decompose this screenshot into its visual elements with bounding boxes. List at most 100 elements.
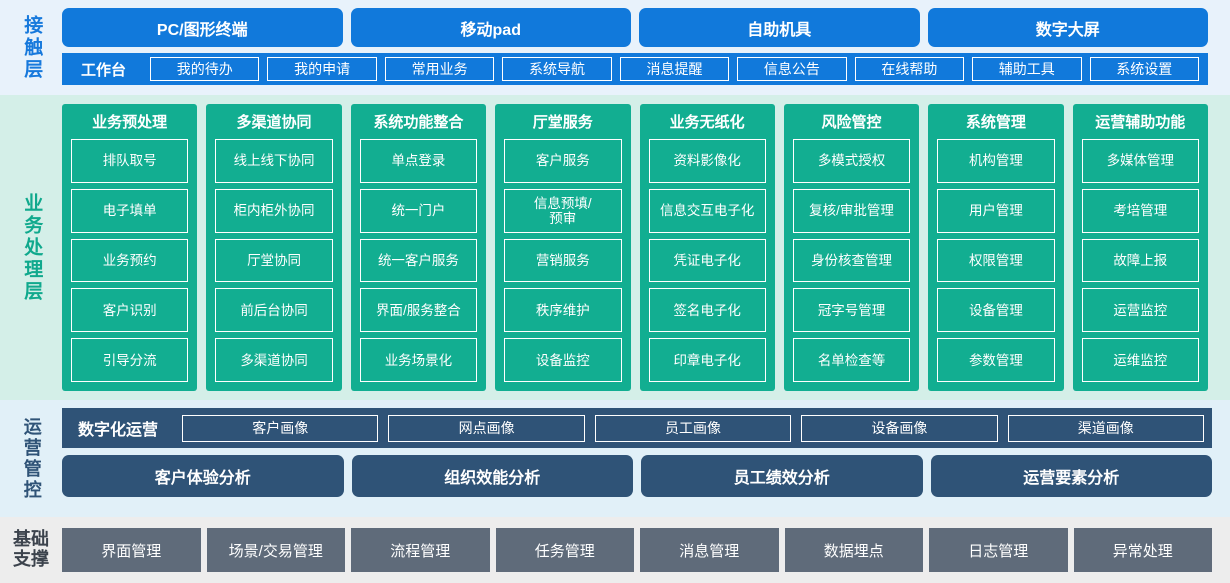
business-item-5-2[interactable]: 身份核查管理: [792, 238, 911, 283]
workbench-item-1[interactable]: 我的申请: [267, 57, 377, 82]
business-column-title-5: 风险管控: [821, 114, 882, 131]
business-item-3-1[interactable]: 信息预填/ 预审: [504, 188, 622, 233]
layer-foundation-label-text: 基础 支撑: [13, 529, 49, 570]
business-item-6-4[interactable]: 参数管理: [937, 338, 1055, 382]
portrait-item-0[interactable]: 客户画像: [182, 414, 379, 442]
business-item-5-3[interactable]: 冠字号管理: [792, 288, 911, 333]
layer-contact-label-text: 接触层: [21, 14, 43, 81]
business-column-items-7: 多媒体管理考培管理故障上报运营监控运维监控: [1081, 139, 1199, 382]
business-item-1-0[interactable]: 线上线下协同: [215, 139, 333, 183]
analysis-box-0[interactable]: 客户体验分析: [62, 455, 344, 497]
business-item-3-2[interactable]: 营销服务: [504, 238, 622, 283]
business-column-0: 业务预处理排队取号电子填单业务预约客户识别引导分流: [62, 104, 198, 391]
business-column-4: 业务无纸化资料影像化信息交互电子化凭证电子化签名电子化印章电子化: [639, 104, 775, 391]
business-item-1-2[interactable]: 厅堂协同: [215, 238, 333, 283]
business-column-title-2: 系统功能整合: [373, 114, 464, 131]
business-item-4-4[interactable]: 印章电子化: [648, 338, 766, 382]
portrait-item-2[interactable]: 员工画像: [594, 414, 792, 442]
foundation-row: 界面管理场景/交易管理流程管理任务管理消息管理数据埋点日志管理异常处理: [62, 528, 1212, 572]
business-column-title-0: 业务预处理: [92, 114, 168, 131]
layer-business-body: 业务预处理排队取号电子填单业务预约客户识别引导分流多渠道协同 线上线下协同柜内柜外…: [62, 95, 1230, 400]
channel-box-3[interactable]: 数字大屏: [927, 8, 1208, 48]
analysis-box-3[interactable]: 运营要素分析: [930, 455, 1212, 497]
business-item-2-3[interactable]: 界面/服务整合: [359, 288, 478, 333]
workbench-item-6[interactable]: 在线帮助: [854, 57, 965, 82]
analysis-box-2[interactable]: 员工绩效分析: [641, 455, 923, 497]
workbench-item-5[interactable]: 信息公告: [737, 57, 847, 82]
workbench-items: 我的待办我的申请常用业务系统导航消息提醒信息公告在线帮助辅助工具系统设置: [150, 57, 1199, 82]
portrait-item-1[interactable]: 网点画像: [388, 414, 585, 442]
analysis-box-1[interactable]: 组织效能分析: [351, 455, 633, 497]
channel-box-2[interactable]: 自助机具: [639, 8, 920, 48]
business-item-0-2[interactable]: 业务预约: [71, 238, 189, 283]
workbench-item-0[interactable]: 我的待办: [150, 57, 260, 82]
business-item-0-1[interactable]: 电子填单: [71, 188, 189, 233]
foundation-box-4[interactable]: 消息管理: [640, 528, 779, 572]
business-item-3-4[interactable]: 设备监控: [504, 338, 622, 382]
layer-business-label: 业务处理层: [0, 95, 62, 400]
foundation-box-1[interactable]: 场景/交易管理: [206, 528, 345, 572]
business-column-items-4: 资料影像化信息交互电子化凭证电子化签名电子化印章电子化: [648, 139, 766, 382]
workbench-item-8[interactable]: 系统设置: [1089, 57, 1199, 82]
business-item-2-0[interactable]: 单点登录: [359, 139, 478, 183]
portrait-item-4[interactable]: 渠道画像: [1007, 414, 1204, 442]
workbench-item-4[interactable]: 消息提醒: [619, 57, 730, 82]
workbench-item-3[interactable]: 系统导航: [502, 57, 612, 82]
analysis-row: 客户体验分析组织效能分析员工绩效分析运营要素分析: [62, 455, 1212, 497]
business-item-5-4[interactable]: 名单检查等: [792, 338, 911, 382]
business-item-2-1[interactable]: 统一门户: [359, 188, 478, 233]
layer-operations: 运营管控 数字化运营 客户画像网点画像员工画像设备画像渠道画像 客户体验分析组织…: [0, 400, 1230, 517]
business-item-6-1[interactable]: 用户管理: [937, 188, 1055, 233]
layer-foundation-label: 基础 支撑: [0, 517, 62, 583]
portrait-item-3[interactable]: 设备画像: [801, 414, 998, 442]
foundation-box-7[interactable]: 异常处理: [1073, 528, 1212, 572]
business-column-items-2: 单点登录统一门户统一客户服务界面/服务整合业务场景化: [359, 139, 478, 382]
business-column-6: 系统管理机构管理用户管理权限管理设备管理参数管理: [928, 104, 1064, 391]
layer-operations-label-text: 运营管控: [21, 416, 42, 501]
business-item-4-2[interactable]: 凭证电子化: [648, 238, 766, 283]
business-item-5-1[interactable]: 复核/审批管理: [792, 188, 911, 233]
business-item-4-1[interactable]: 信息交互电子化: [648, 188, 766, 233]
business-item-3-3[interactable]: 秩序维护: [504, 288, 622, 333]
business-item-7-1[interactable]: 考培管理: [1081, 188, 1199, 233]
business-item-5-0[interactable]: 多模式授权: [792, 139, 911, 183]
foundation-box-3[interactable]: 任务管理: [495, 528, 634, 572]
business-item-2-4[interactable]: 业务场景化: [359, 338, 478, 382]
business-column-1: 多渠道协同线上线下协同柜内柜外协同厅堂协同前后台协同多渠道协同: [206, 104, 342, 391]
digital-operations-bar: 数字化运营 客户画像网点画像员工画像设备画像渠道画像: [62, 408, 1212, 448]
business-item-0-4[interactable]: 引导分流: [71, 338, 189, 382]
business-column-title-7: 运营辅助功能: [1095, 114, 1186, 131]
business-item-7-2[interactable]: 故障上报: [1081, 238, 1199, 283]
foundation-box-5[interactable]: 数据埋点: [784, 528, 923, 572]
business-item-4-0[interactable]: 资料影像化: [648, 139, 766, 183]
layer-contact-label: 接触层: [0, 0, 62, 95]
business-item-6-0[interactable]: 机构管理: [937, 139, 1055, 183]
business-item-0-3[interactable]: 客户识别: [71, 288, 189, 333]
business-item-4-3[interactable]: 签名电子化: [648, 288, 766, 333]
layer-foundation-body: 界面管理场景/交易管理流程管理任务管理消息管理数据埋点日志管理异常处理: [62, 517, 1230, 583]
channel-box-0[interactable]: PC/图形终端: [62, 8, 343, 48]
foundation-box-0[interactable]: 界面管理: [62, 528, 201, 572]
business-item-1-4[interactable]: 多渠道协同: [215, 338, 333, 382]
workbench-item-2[interactable]: 常用业务: [384, 57, 495, 82]
business-item-7-0[interactable]: 多媒体管理: [1081, 139, 1199, 183]
layer-operations-label: 运营管控: [0, 400, 62, 517]
business-item-6-2[interactable]: 权限管理: [937, 238, 1055, 283]
business-item-7-4[interactable]: 运维监控: [1081, 338, 1199, 382]
business-item-2-2[interactable]: 统一客户服务: [359, 238, 478, 283]
business-item-0-0[interactable]: 排队取号: [71, 139, 189, 183]
channel-box-1[interactable]: 移动pad: [350, 8, 631, 48]
workbench-bar: 工作台 我的待办我的申请常用业务系统导航消息提醒信息公告在线帮助辅助工具系统设置: [62, 53, 1208, 85]
workbench-item-7[interactable]: 辅助工具: [972, 57, 1082, 82]
business-column-title-4: 业务无纸化: [669, 114, 745, 131]
business-item-6-3[interactable]: 设备管理: [937, 288, 1055, 333]
business-item-7-3[interactable]: 运营监控: [1081, 288, 1199, 333]
business-item-1-1[interactable]: 柜内柜外协同: [215, 188, 333, 233]
business-item-3-0[interactable]: 客户服务: [504, 139, 622, 183]
business-item-1-3[interactable]: 前后台协同: [215, 288, 333, 333]
layer-foundation: 基础 支撑 界面管理场景/交易管理流程管理任务管理消息管理数据埋点日志管理异常处…: [0, 517, 1230, 583]
foundation-box-2[interactable]: 流程管理: [351, 528, 490, 572]
foundation-box-6[interactable]: 日志管理: [929, 528, 1068, 572]
